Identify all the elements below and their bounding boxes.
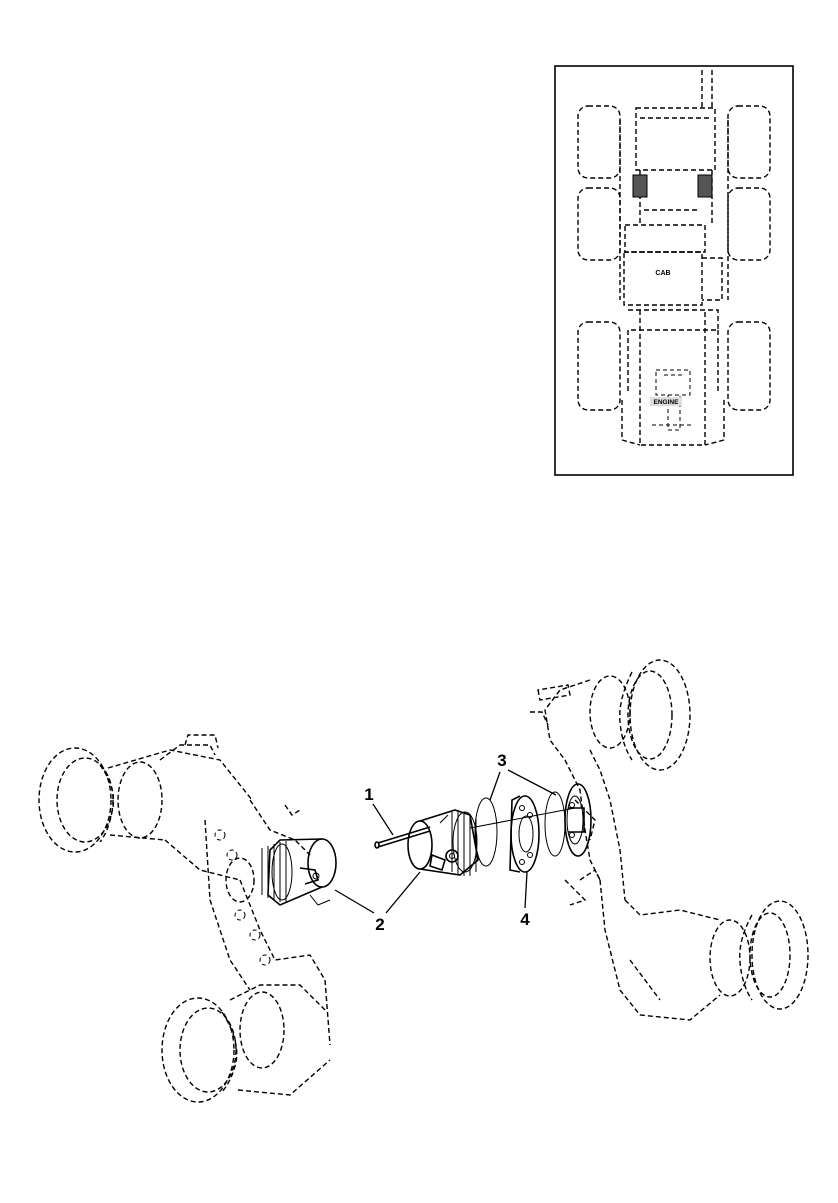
callout-3-label: 3 [497, 751, 506, 770]
right-axle-assembly [530, 659, 809, 1021]
left-swivel-unit [261, 838, 337, 906]
callout-3: 3 [489, 751, 557, 801]
locator-cab-box [623, 251, 703, 306]
locator-cab-label: CAB [655, 270, 670, 277]
callout-1: 1 [364, 785, 394, 836]
left-axle-assembly [38, 734, 331, 1103]
center-swivel-unit [407, 809, 479, 876]
o-ring-right [544, 791, 566, 857]
locator-frame [554, 65, 794, 476]
callout-2-label: 2 [375, 915, 384, 934]
locator-engine-label: ENGINE [654, 399, 680, 406]
o-ring-left [474, 797, 498, 867]
locator-frame-lines [619, 70, 729, 446]
bolt-shaft [377, 826, 431, 844]
callout-1-label: 1 [364, 785, 373, 804]
callout-4: 4 [520, 871, 530, 929]
callout-2: 2 [334, 871, 421, 934]
right-mounting-flange [564, 783, 592, 857]
locator-highlight-right [697, 174, 713, 198]
callout-4-label: 4 [520, 910, 530, 929]
exploded-parts [374, 791, 576, 876]
locator-inset: CAB ENGINE [554, 65, 794, 476]
adapter-plate [509, 795, 540, 873]
locator-highlight-left [632, 174, 648, 198]
